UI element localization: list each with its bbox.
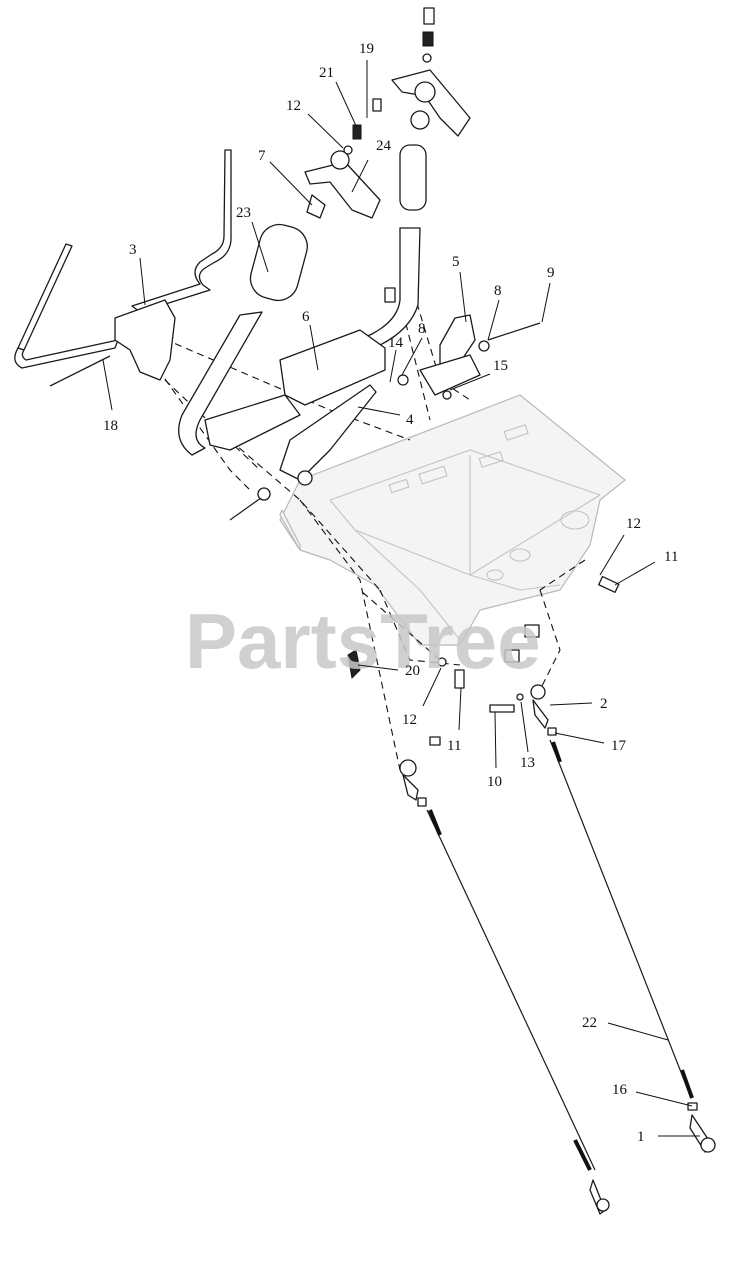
control-rods — [399, 684, 716, 1215]
callout-18: 18 — [103, 418, 118, 434]
watermark: PartsTree — [185, 597, 541, 685]
control-levers-top — [304, 7, 471, 219]
callout-12b: 12 — [626, 516, 641, 532]
callout-1: 1 — [637, 1129, 645, 1145]
callout-8: 8 — [494, 283, 502, 299]
callout-23: 23 — [236, 205, 251, 221]
center-bracket — [204, 329, 386, 486]
callout-22: 22 — [582, 1015, 597, 1031]
callout-13: 13 — [520, 755, 535, 771]
callout-5: 5 — [452, 254, 460, 270]
callout-17: 17 — [611, 738, 627, 754]
callout-2: 2 — [600, 696, 608, 712]
callout-24: 24 — [376, 138, 392, 154]
callout-15: 15 — [493, 358, 508, 374]
handle-bar — [14, 149, 232, 387]
callout-12: 12 — [286, 98, 301, 114]
leader-lines — [102, 60, 700, 1137]
callout-21: 21 — [319, 65, 334, 81]
callout-12c: 12 — [402, 712, 417, 728]
callout-16: 16 — [612, 1082, 628, 1098]
right-mechanism — [384, 287, 541, 400]
callout-6: 6 — [302, 309, 310, 325]
callout-11: 11 — [664, 549, 678, 565]
chassis-frame — [279, 394, 626, 646]
callout-4: 4 — [406, 412, 414, 428]
callout-9: 9 — [547, 265, 555, 281]
callout-8b: 8 — [418, 321, 426, 337]
callout-19: 19 — [359, 41, 374, 57]
callout-14: 14 — [388, 335, 404, 351]
callout-labels: 19 21 12 7 24 23 3 5 9 8 8 6 14 15 4 18 … — [103, 41, 678, 1145]
callout-10: 10 — [487, 774, 502, 790]
callout-20: 20 — [405, 663, 420, 679]
callout-3: 3 — [129, 242, 137, 258]
hardware — [229, 487, 620, 746]
callout-11b: 11 — [447, 738, 461, 754]
callout-7: 7 — [258, 148, 266, 164]
